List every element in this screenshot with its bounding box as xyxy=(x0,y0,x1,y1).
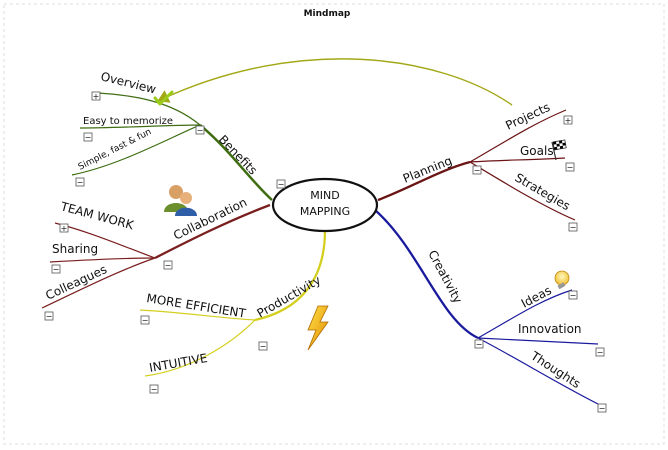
toggle-overview[interactable]: + xyxy=(91,91,101,101)
benefits-line-overview xyxy=(97,92,201,126)
creativity-line-thoughts xyxy=(477,337,601,406)
toggle-thoughts[interactable]: − xyxy=(597,403,607,413)
toggle-overview-symbol: + xyxy=(93,92,100,101)
toggle-thoughts-symbol: − xyxy=(599,404,606,413)
collab-line-sharing xyxy=(49,257,156,263)
toggle-goals[interactable]: − xyxy=(565,162,575,172)
toggle-productivity-symbol: − xyxy=(260,342,267,351)
node-overview[interactable]: Overview xyxy=(99,69,157,96)
toggle-intuitive[interactable]: − xyxy=(149,384,159,394)
branch-collaboration: Collaboration TEAM WORK Sharing Colleagu… xyxy=(41,185,271,309)
collab-line-colleagues xyxy=(41,257,156,309)
toggle-central-symbol: − xyxy=(278,180,285,189)
toggle-creativity-symbol: − xyxy=(476,340,483,349)
toggle-benefits[interactable]: − xyxy=(195,125,205,135)
toggle-sharing[interactable]: − xyxy=(51,264,61,274)
branch-label-creativity[interactable]: Creativity xyxy=(425,248,465,306)
toggle-strategies-symbol: − xyxy=(570,223,577,232)
toggle-collaboration-symbol: − xyxy=(165,261,172,270)
toggle-colleagues[interactable]: − xyxy=(44,311,54,321)
toggle-ideas-symbol: − xyxy=(570,291,577,300)
collaboration-trunk xyxy=(154,203,271,260)
toggle-team-work-symbol: + xyxy=(61,224,68,233)
toggle-intuitive-symbol: − xyxy=(151,385,158,394)
toggle-ideas[interactable]: − xyxy=(568,290,578,300)
prod-line-intuitive xyxy=(144,319,256,377)
lightning-icon xyxy=(307,305,329,351)
toggle-collaboration[interactable]: − xyxy=(163,260,173,270)
toggle-planning-symbol: − xyxy=(474,166,481,175)
map-title: Mindmap xyxy=(304,9,351,19)
toggle-team-work[interactable]: + xyxy=(59,223,69,233)
planning-line-goals xyxy=(469,157,566,163)
toggle-benefits-symbol: − xyxy=(197,126,204,135)
branch-planning: Planning Projects Goals Strategies xyxy=(377,100,576,221)
lightbulb-icon xyxy=(554,270,570,290)
toggle-innovation[interactable]: − xyxy=(595,347,605,357)
creativity-line-ideas xyxy=(477,289,573,339)
toggle-central[interactable]: − xyxy=(276,179,286,189)
central-node[interactable]: MIND MAPPING xyxy=(271,177,379,233)
creativity-trunk xyxy=(374,209,479,340)
toggle-strategies[interactable]: − xyxy=(568,222,578,232)
node-ideas[interactable]: Ideas xyxy=(519,283,554,310)
node-intuitive[interactable]: INTUITIVE xyxy=(148,351,208,375)
checkmark-icon xyxy=(153,90,174,106)
branch-label-benefits[interactable]: Benefits xyxy=(216,132,260,177)
node-easy-to-memorize[interactable]: Easy to memorize xyxy=(83,116,173,127)
node-projects[interactable]: Projects xyxy=(503,100,552,133)
toggle-more-efficient[interactable]: − xyxy=(140,315,150,325)
relationship-arrow xyxy=(157,58,513,106)
branch-label-productivity[interactable]: Productivity xyxy=(255,273,324,321)
toggle-creativity[interactable]: − xyxy=(474,339,484,349)
toggle-planning[interactable]: − xyxy=(472,165,482,175)
toggle-easy-to-memorize[interactable]: − xyxy=(83,132,93,142)
toggle-productivity[interactable]: − xyxy=(258,341,268,351)
branch-benefits: Benefits Overview Easy to memorize Simpl… xyxy=(71,69,273,201)
benefits-line-memorize xyxy=(79,124,201,129)
toggle-sharing-symbol: − xyxy=(53,265,60,274)
toggle-goals-symbol: − xyxy=(567,163,574,172)
branch-creativity: Creativity Ideas Innovation Thoughts xyxy=(374,209,601,406)
toggle-easy-to-memorize-symbol: − xyxy=(85,133,92,142)
node-sharing[interactable]: Sharing xyxy=(52,242,98,256)
canvas-border xyxy=(3,3,665,445)
planning-line-strategies xyxy=(469,161,576,221)
toggle-projects-symbol: + xyxy=(565,116,572,125)
central-line-1: MIND xyxy=(310,189,339,202)
toggle-simple-fast-fun-symbol: − xyxy=(77,178,84,187)
people-icon xyxy=(164,185,197,216)
node-innovation[interactable]: Innovation xyxy=(518,322,582,336)
benefits-line-simple xyxy=(71,124,201,176)
toggle-innovation-symbol: − xyxy=(597,348,604,357)
toggle-simple-fast-fun[interactable]: − xyxy=(75,177,85,187)
prod-line-efficient xyxy=(139,309,256,321)
toggle-projects[interactable]: + xyxy=(563,115,573,125)
toggle-colleagues-symbol: − xyxy=(46,312,53,321)
benefits-trunk xyxy=(199,124,273,201)
checkered-flag-icon xyxy=(551,139,567,161)
toggle-more-efficient-symbol: − xyxy=(142,316,149,325)
planning-line-projects xyxy=(469,109,567,163)
node-goals[interactable]: Goals xyxy=(520,144,554,158)
central-line-2: MAPPING xyxy=(300,205,350,218)
planning-trunk xyxy=(377,160,471,202)
node-more-efficient[interactable]: MORE EFFICIENT xyxy=(146,291,248,321)
branch-label-planning[interactable]: Planning xyxy=(401,153,454,185)
creativity-line-innovation xyxy=(477,337,599,345)
productivity-trunk xyxy=(254,229,327,322)
